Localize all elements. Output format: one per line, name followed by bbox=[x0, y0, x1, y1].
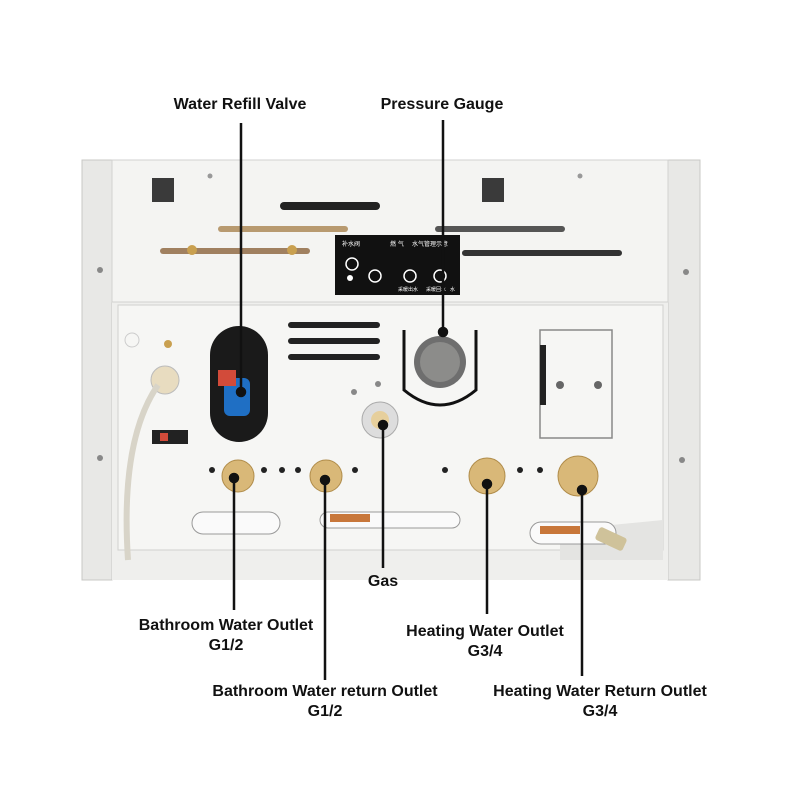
label-bathroom-outlet-name: Bathroom Water Outlet bbox=[138, 617, 314, 634]
label-bathroom-return-size: G1/2 bbox=[307, 703, 343, 720]
label-bathroom-return: Bathroom Water return Outlet G1/2 bbox=[180, 682, 470, 722]
lower-panel bbox=[97, 304, 685, 561]
panel-text-refill: 补水阀 bbox=[342, 240, 360, 248]
label-water-refill-valve: Water Refill Valve bbox=[120, 95, 360, 115]
label-gas: Gas bbox=[343, 572, 423, 592]
label-heating-return: Heating Water Return Outlet G3/4 bbox=[470, 682, 730, 722]
label-gas-text: Gas bbox=[367, 573, 399, 590]
dot-heating-return bbox=[576, 484, 588, 496]
leader-lines bbox=[228, 120, 588, 680]
dot-bathroom-outlet bbox=[228, 472, 240, 484]
label-heating-outlet-size: G3/4 bbox=[467, 643, 503, 660]
dot-gas bbox=[377, 419, 389, 431]
label-pressure-gauge-text: Pressure Gauge bbox=[380, 96, 504, 113]
panel-text-heating-in: 采暖回水 bbox=[426, 286, 446, 293]
panel-text-gas: 燃 气 bbox=[390, 240, 404, 248]
label-heating-return-size: G3/4 bbox=[582, 703, 618, 720]
panel-text-hot-water: 水 bbox=[450, 286, 455, 293]
label-heating-return-name: Heating Water Return Outlet bbox=[493, 683, 707, 700]
label-pressure-gauge: Pressure Gauge bbox=[322, 95, 562, 115]
dot-pressure-gauge bbox=[437, 326, 449, 338]
dot-heating-outlet bbox=[481, 478, 493, 490]
label-bathroom-outlet-size: G1/2 bbox=[208, 637, 244, 654]
info-panel: 补水阀 燃 气 水气管理示意 采暖出水 采暖回水 水 bbox=[335, 235, 460, 295]
label-heating-outlet: Heating Water Outlet G3/4 bbox=[360, 622, 610, 662]
panel-text-pressure: 水气管理示意 bbox=[412, 240, 448, 248]
label-water-refill-valve-text: Water Refill Valve bbox=[173, 96, 307, 113]
label-heating-outlet-name: Heating Water Outlet bbox=[406, 623, 564, 640]
dot-water-refill-valve bbox=[235, 386, 247, 398]
panel-text-heating-out: 采暖出水 bbox=[398, 286, 418, 293]
label-bathroom-return-name: Bathroom Water return Outlet bbox=[212, 683, 438, 700]
label-bathroom-outlet: Bathroom Water Outlet G1/2 bbox=[96, 616, 356, 656]
dot-bathroom-return bbox=[319, 474, 331, 486]
